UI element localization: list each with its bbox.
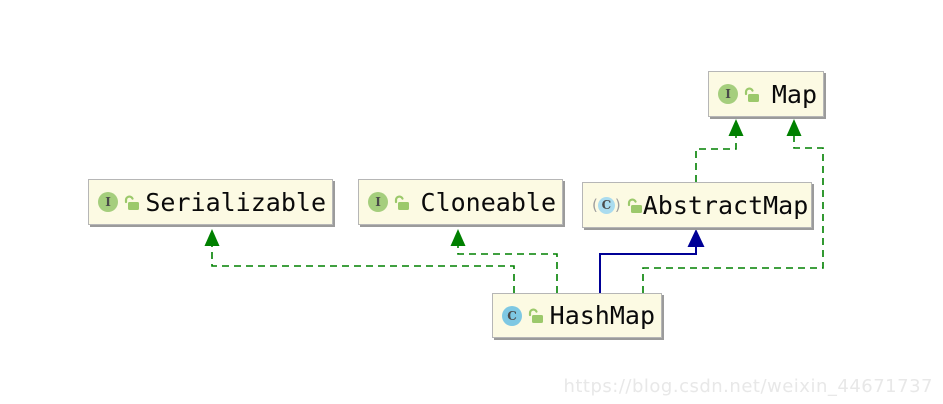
arrowhead-abstractmap	[687, 229, 705, 247]
arrowhead-serializable	[204, 229, 220, 246]
node-hashmap[interactable]: C HashMap	[492, 293, 662, 338]
edge-hashmap-cloneable	[457, 246, 558, 293]
watermark: https://blog.csdn.net/weixin_44671737	[563, 376, 933, 397]
open-lock-icon	[744, 87, 759, 102]
edge-hashmap-abstractmap	[599, 246, 697, 293]
class-icon: C	[502, 305, 522, 326]
node-map[interactable]: I Map	[708, 71, 824, 117]
node-label-serializable: Serializable	[145, 187, 326, 217]
edge-abstractmap-map	[695, 136, 737, 182]
node-serializable[interactable]: I Serializable	[88, 179, 333, 225]
edge-hashmap-serializable	[211, 246, 515, 293]
node-cloneable[interactable]: I Cloneable	[358, 179, 563, 225]
abstract-class-icon: C	[597, 196, 615, 214]
interface-icon: I	[718, 84, 738, 104]
arrowhead-cloneable	[450, 229, 466, 246]
arrowhead-map-right	[786, 119, 802, 136]
node-label-abstractmap: AbstractMap	[642, 190, 809, 220]
abstract-class-icon: )	[614, 196, 621, 214]
interface-icon: I	[368, 192, 388, 212]
abstract-class-icon: (	[592, 196, 598, 214]
node-abstractmap[interactable]: ( C ) AbstractMap	[582, 182, 812, 228]
interface-icon: I	[98, 192, 118, 212]
open-lock-icon	[394, 195, 409, 210]
node-label-map: Map	[771, 79, 817, 109]
node-label-cloneable: Cloneable	[420, 187, 556, 217]
node-label-hashmap: HashMap	[549, 301, 655, 330]
arrowhead-map-left	[728, 119, 744, 136]
open-lock-icon	[627, 198, 642, 213]
open-lock-icon	[124, 195, 139, 210]
open-lock-icon	[528, 308, 543, 323]
